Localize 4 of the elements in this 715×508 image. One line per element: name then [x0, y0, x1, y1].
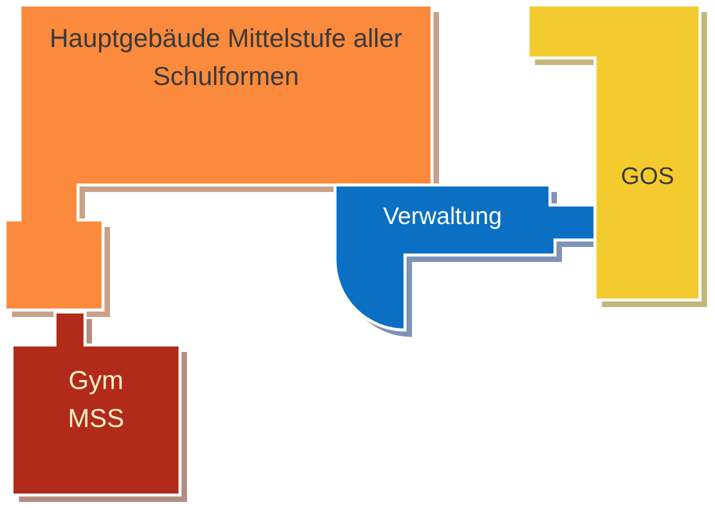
- building-name: Gym MSS: [66, 364, 126, 435]
- building-name: Verwaltung: [382, 202, 503, 232]
- building-name: GOS: [620, 162, 676, 192]
- building-name: Hauptgebäude Mittelstufe aller Schulformen: [48, 22, 404, 93]
